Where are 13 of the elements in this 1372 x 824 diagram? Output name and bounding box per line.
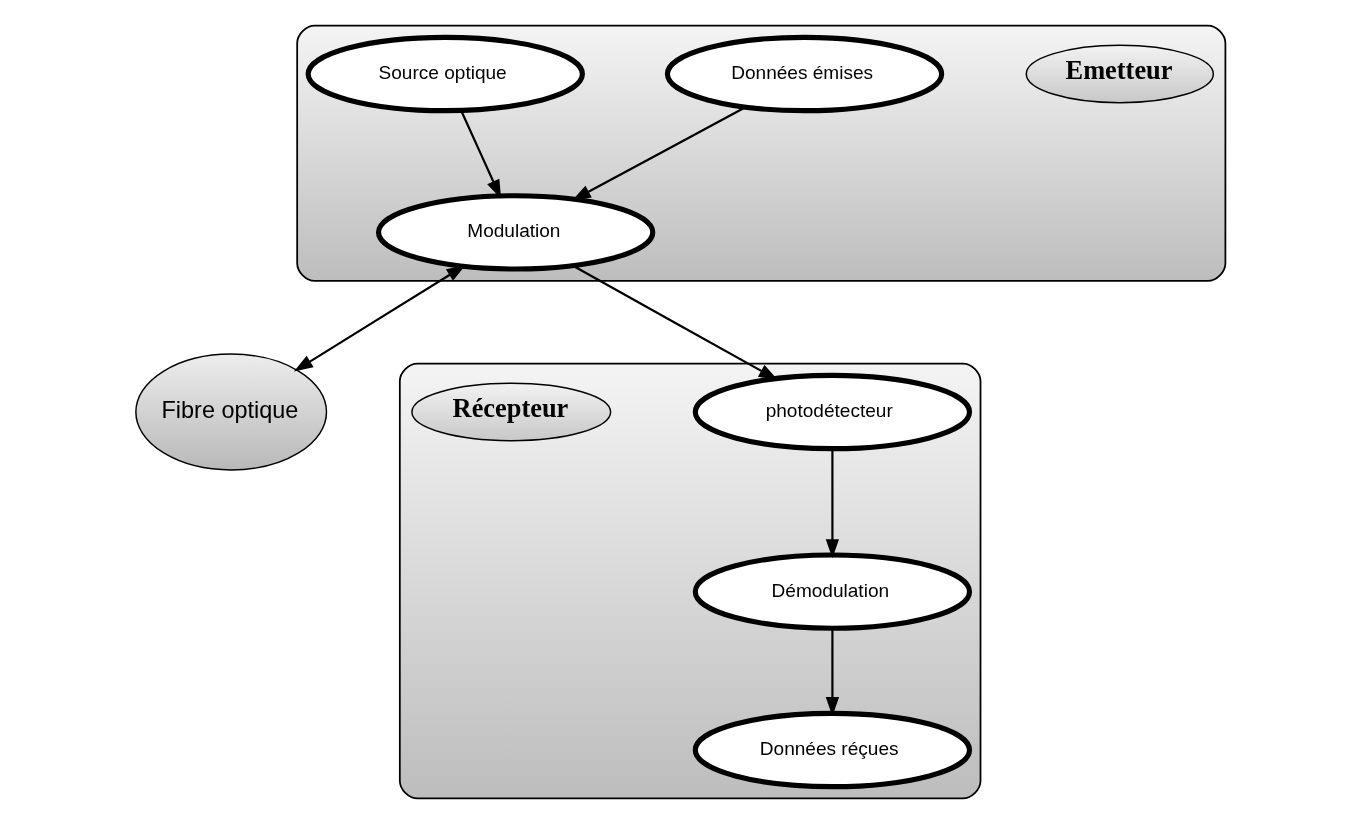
arrow xyxy=(825,448,839,559)
node-ellipse: Données émises xyxy=(664,34,944,114)
arrow xyxy=(825,628,839,717)
node-ellipse: Modulation xyxy=(375,193,655,272)
node-ellipse: Emetteur xyxy=(1025,44,1214,104)
arrow xyxy=(459,110,501,199)
node-ellipse: Source optique xyxy=(305,34,585,114)
node-ellipse: photodétecteur xyxy=(692,372,972,452)
arrow xyxy=(572,264,778,381)
arrow xyxy=(293,264,466,372)
node-ellipse: Démodulation xyxy=(692,552,972,631)
node-ellipse: Données réçues xyxy=(692,710,972,790)
node-ellipse: Récepteur xyxy=(410,382,611,442)
